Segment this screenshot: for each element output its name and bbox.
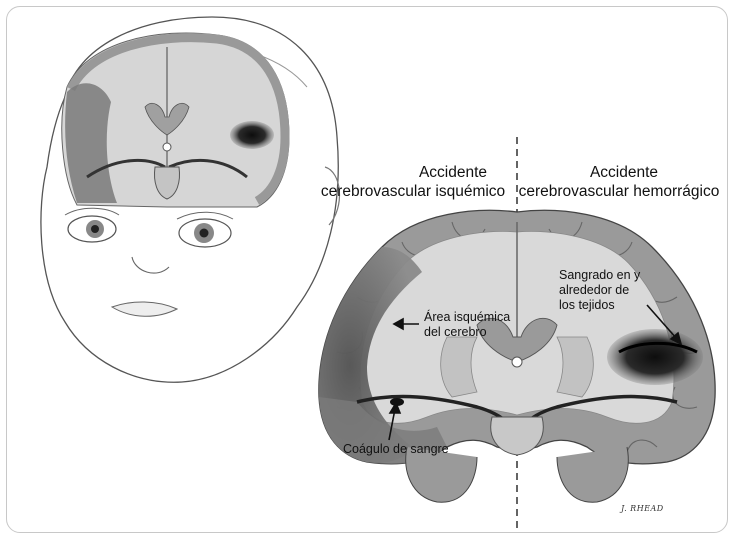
ischemic-heading-line1: Accidente — [363, 164, 543, 182]
ischemic-area-label-line2: del cerebro — [424, 325, 487, 339]
hemorrhagic-heading-line1: Accidente — [534, 164, 714, 182]
infant-head — [41, 17, 340, 382]
ischemic-heading-line2: cerebrovascular isquémico — [313, 183, 513, 201]
hemorrhagic-heading-line2: cerebrovascular hemorrágico — [511, 183, 727, 201]
bleed-label-line3: los tejidos — [559, 298, 615, 312]
illustration-frame: Accidente cerebrovascular isquémico Acci… — [6, 6, 728, 533]
artist-signature: J. RHEAD — [621, 504, 664, 513]
ischemic-area-label-line1: Área isquémica — [424, 310, 510, 324]
head-brain — [62, 33, 289, 207]
bleed-label-line1: Sangrado en y — [559, 268, 640, 282]
hemorrhage-region — [607, 329, 703, 385]
bleed-label-line2: alrededor de — [559, 283, 629, 297]
clot-label: Coágulo de sangre — [343, 442, 449, 456]
coronal-brain — [319, 210, 715, 502]
